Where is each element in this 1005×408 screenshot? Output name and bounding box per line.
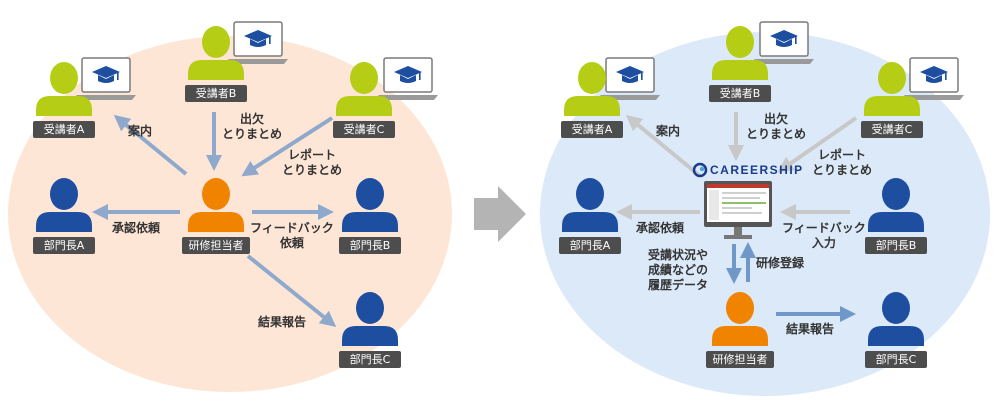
label-trainee-a: 受講者A	[33, 121, 95, 138]
note-guide: 案内	[656, 124, 681, 138]
label-manager-c: 部門長C	[339, 351, 401, 368]
arrow-report-left	[241, 116, 334, 177]
note-report: レポート とりまとめ	[812, 148, 873, 177]
label-admin: 研修担当者	[182, 237, 250, 254]
note-report: レポート とりまとめ	[282, 148, 343, 177]
label-manager-b: 部門長B	[865, 237, 927, 254]
brand-name: CAREERSHIP	[710, 163, 804, 177]
label-manager-a: 部門長A	[33, 237, 95, 254]
label-trainee-c: 受講者C	[333, 121, 395, 138]
label-trainee-b: 受講者B	[185, 85, 247, 102]
note-attendance: 出欠 とりまとめ	[222, 112, 283, 141]
label-trainee-b: 受講者B	[709, 85, 771, 102]
note-result: 結果報告	[786, 322, 835, 336]
right-arrows	[616, 112, 858, 322]
careership-logo-icon	[692, 162, 708, 178]
arrow-guide-left	[113, 114, 188, 176]
note-attendance: 出欠 とりまとめ	[746, 112, 807, 141]
label-trainee-c: 受講者C	[861, 121, 923, 138]
arrow-guide-right	[625, 114, 702, 178]
note-history: 受講状況や 成績などの 履歴データ	[648, 248, 709, 292]
system-monitor-icon	[704, 181, 772, 239]
label-trainee-a: 受講者A	[561, 121, 623, 138]
left-arrows	[92, 112, 337, 328]
note-result: 結果報告	[258, 315, 307, 329]
note-feedback: フィードバック 依頼	[250, 221, 334, 250]
label-manager-b: 部門長B	[339, 237, 401, 254]
note-approval: 承認依頼	[636, 221, 685, 235]
arrow-result-left	[246, 254, 337, 328]
note-feedback: フィードバック 入力	[782, 221, 866, 250]
note-registration: 研修登録	[756, 256, 805, 270]
label-manager-a: 部門長A	[559, 237, 621, 254]
transition-arrow	[474, 186, 526, 242]
arrow-report-right	[777, 116, 858, 173]
label-manager-c: 部門長C	[865, 351, 927, 368]
label-admin: 研修担当者	[706, 351, 774, 368]
note-guide: 案内	[128, 124, 153, 138]
note-approval: 承認依頼	[112, 221, 161, 235]
